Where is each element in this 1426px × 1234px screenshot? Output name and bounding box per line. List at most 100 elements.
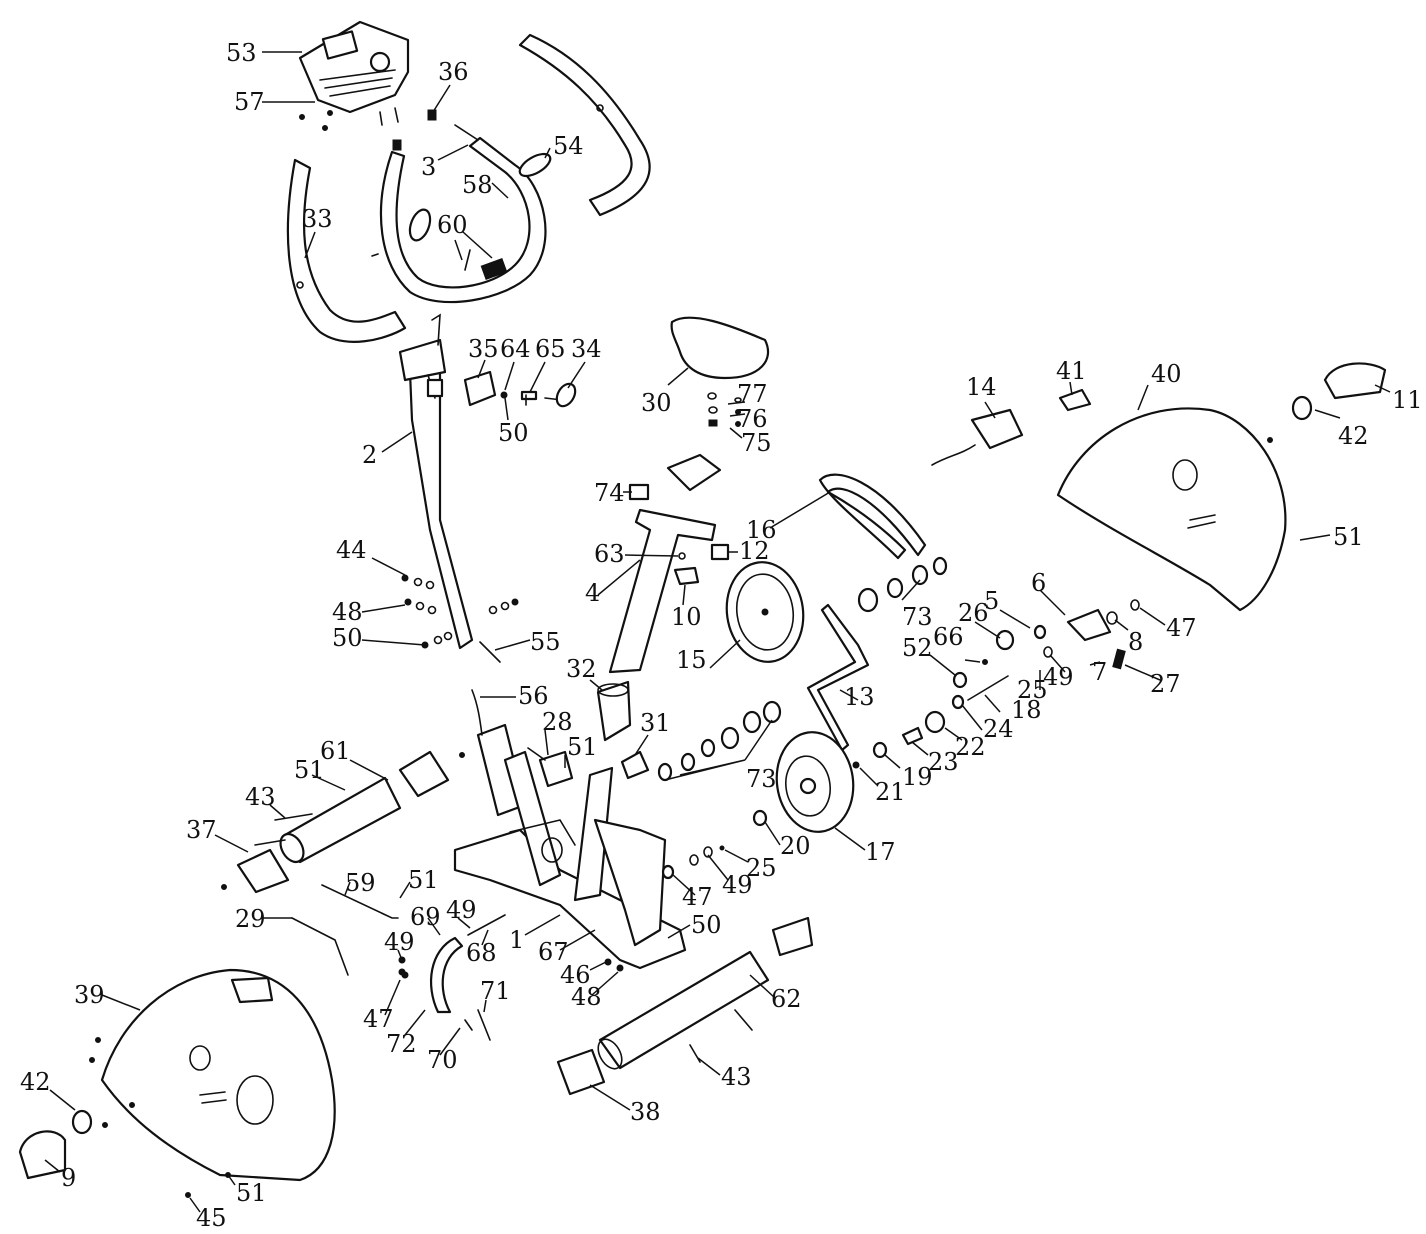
label-3: 3 bbox=[421, 153, 436, 181]
label-72: 72 bbox=[386, 1030, 417, 1058]
label-6: 6 bbox=[1031, 569, 1046, 597]
nut-part bbox=[752, 809, 768, 827]
label-73: 73 bbox=[746, 765, 777, 793]
label-28: 28 bbox=[542, 708, 573, 736]
label-21: 21 bbox=[875, 778, 906, 806]
label-38: 38 bbox=[630, 1098, 661, 1126]
label-12: 12 bbox=[739, 537, 770, 565]
brake-cable-part bbox=[430, 936, 464, 1014]
rear-stabilizer-part bbox=[598, 950, 770, 1070]
label-68: 68 bbox=[466, 939, 497, 967]
label-52: 52 bbox=[902, 634, 933, 662]
right-cover-part bbox=[1056, 407, 1287, 612]
label-66: 66 bbox=[933, 623, 964, 651]
label-70: 70 bbox=[427, 1046, 458, 1074]
label-23: 23 bbox=[928, 748, 959, 776]
main-frame-part bbox=[453, 750, 687, 970]
label-58: 58 bbox=[462, 171, 493, 199]
label-43: 43 bbox=[245, 783, 276, 811]
label-30: 30 bbox=[641, 389, 672, 417]
label-57: 57 bbox=[234, 88, 265, 116]
label-7: 7 bbox=[1092, 658, 1107, 686]
clip-part bbox=[1112, 648, 1126, 670]
end-cap-part bbox=[398, 750, 450, 798]
label-40: 40 bbox=[1151, 360, 1182, 388]
label-27: 27 bbox=[1150, 670, 1181, 698]
drive-belt-part bbox=[818, 473, 927, 560]
label-10: 10 bbox=[671, 603, 702, 631]
label-46: 46 bbox=[560, 961, 591, 989]
label-18: 18 bbox=[1011, 696, 1042, 724]
label-54: 54 bbox=[553, 132, 584, 160]
label-75: 75 bbox=[741, 429, 772, 457]
label-74: 74 bbox=[594, 479, 625, 507]
idler-bracket-part bbox=[1066, 608, 1112, 642]
label-4: 4 bbox=[585, 579, 600, 607]
label-48: 48 bbox=[571, 983, 602, 1011]
label-71: 71 bbox=[480, 977, 511, 1005]
label-77: 77 bbox=[737, 380, 768, 408]
axle-part bbox=[852, 624, 1053, 769]
label-51: 51 bbox=[236, 1179, 267, 1207]
bolt-part bbox=[401, 574, 519, 663]
label-45: 45 bbox=[196, 1204, 227, 1232]
sensor-part bbox=[538, 750, 574, 788]
label-9: 9 bbox=[61, 1164, 76, 1192]
label-1: 1 bbox=[509, 926, 524, 954]
sleeve-part bbox=[596, 680, 632, 742]
seat-post-part bbox=[608, 508, 717, 674]
washer-part bbox=[1291, 395, 1313, 421]
label-76: 76 bbox=[737, 405, 768, 433]
side-handlebar-part bbox=[518, 33, 651, 217]
label-67: 67 bbox=[538, 938, 569, 966]
pedal-part bbox=[1323, 362, 1387, 400]
label-35: 35 bbox=[468, 335, 499, 363]
pulse-sensor-part bbox=[518, 152, 552, 178]
grip-sensor-part bbox=[480, 258, 508, 280]
label-65: 65 bbox=[535, 335, 566, 363]
label-73: 73 bbox=[902, 603, 933, 631]
label-63: 63 bbox=[594, 540, 625, 568]
console-mast-part bbox=[408, 370, 474, 650]
label-25: 25 bbox=[746, 854, 777, 882]
pulley-part bbox=[725, 561, 805, 663]
label-34: 34 bbox=[571, 335, 602, 363]
label-69: 69 bbox=[410, 903, 441, 931]
cable-part bbox=[321, 884, 399, 919]
bearing-part bbox=[657, 700, 782, 782]
label-20: 20 bbox=[780, 832, 811, 860]
screw-part bbox=[89, 437, 1273, 1198]
label-59: 59 bbox=[345, 869, 376, 897]
cover-cap-part bbox=[1058, 388, 1092, 412]
end-cap-part bbox=[556, 1048, 606, 1096]
label-2: 2 bbox=[362, 441, 377, 469]
label-19: 19 bbox=[902, 763, 933, 791]
end-cap-part bbox=[427, 109, 437, 121]
label-64: 64 bbox=[500, 335, 531, 363]
label-53: 53 bbox=[226, 39, 257, 67]
label-32: 32 bbox=[566, 655, 597, 683]
label-51: 51 bbox=[408, 866, 439, 894]
end-cap-part bbox=[236, 848, 290, 894]
front-handlebar-part bbox=[379, 136, 547, 304]
label-24: 24 bbox=[983, 715, 1014, 743]
seat-bracket-part bbox=[666, 453, 722, 492]
label-36: 36 bbox=[438, 58, 469, 86]
label-60: 60 bbox=[437, 211, 468, 239]
label-17: 17 bbox=[865, 838, 896, 866]
label-47: 47 bbox=[1166, 614, 1197, 642]
leader-lines bbox=[44, 51, 1391, 1213]
seat-part bbox=[670, 316, 770, 380]
label-42: 42 bbox=[1338, 422, 1369, 450]
bearing-part bbox=[857, 556, 948, 613]
label-8: 8 bbox=[1128, 628, 1143, 656]
label-29: 29 bbox=[235, 905, 266, 933]
label-11: 11 bbox=[1392, 386, 1423, 414]
label-50: 50 bbox=[498, 419, 529, 447]
label-56: 56 bbox=[518, 682, 549, 710]
label-16: 16 bbox=[746, 516, 777, 544]
tension-knob-part bbox=[620, 750, 650, 780]
label-51: 51 bbox=[567, 733, 598, 761]
label-50: 50 bbox=[691, 911, 722, 939]
